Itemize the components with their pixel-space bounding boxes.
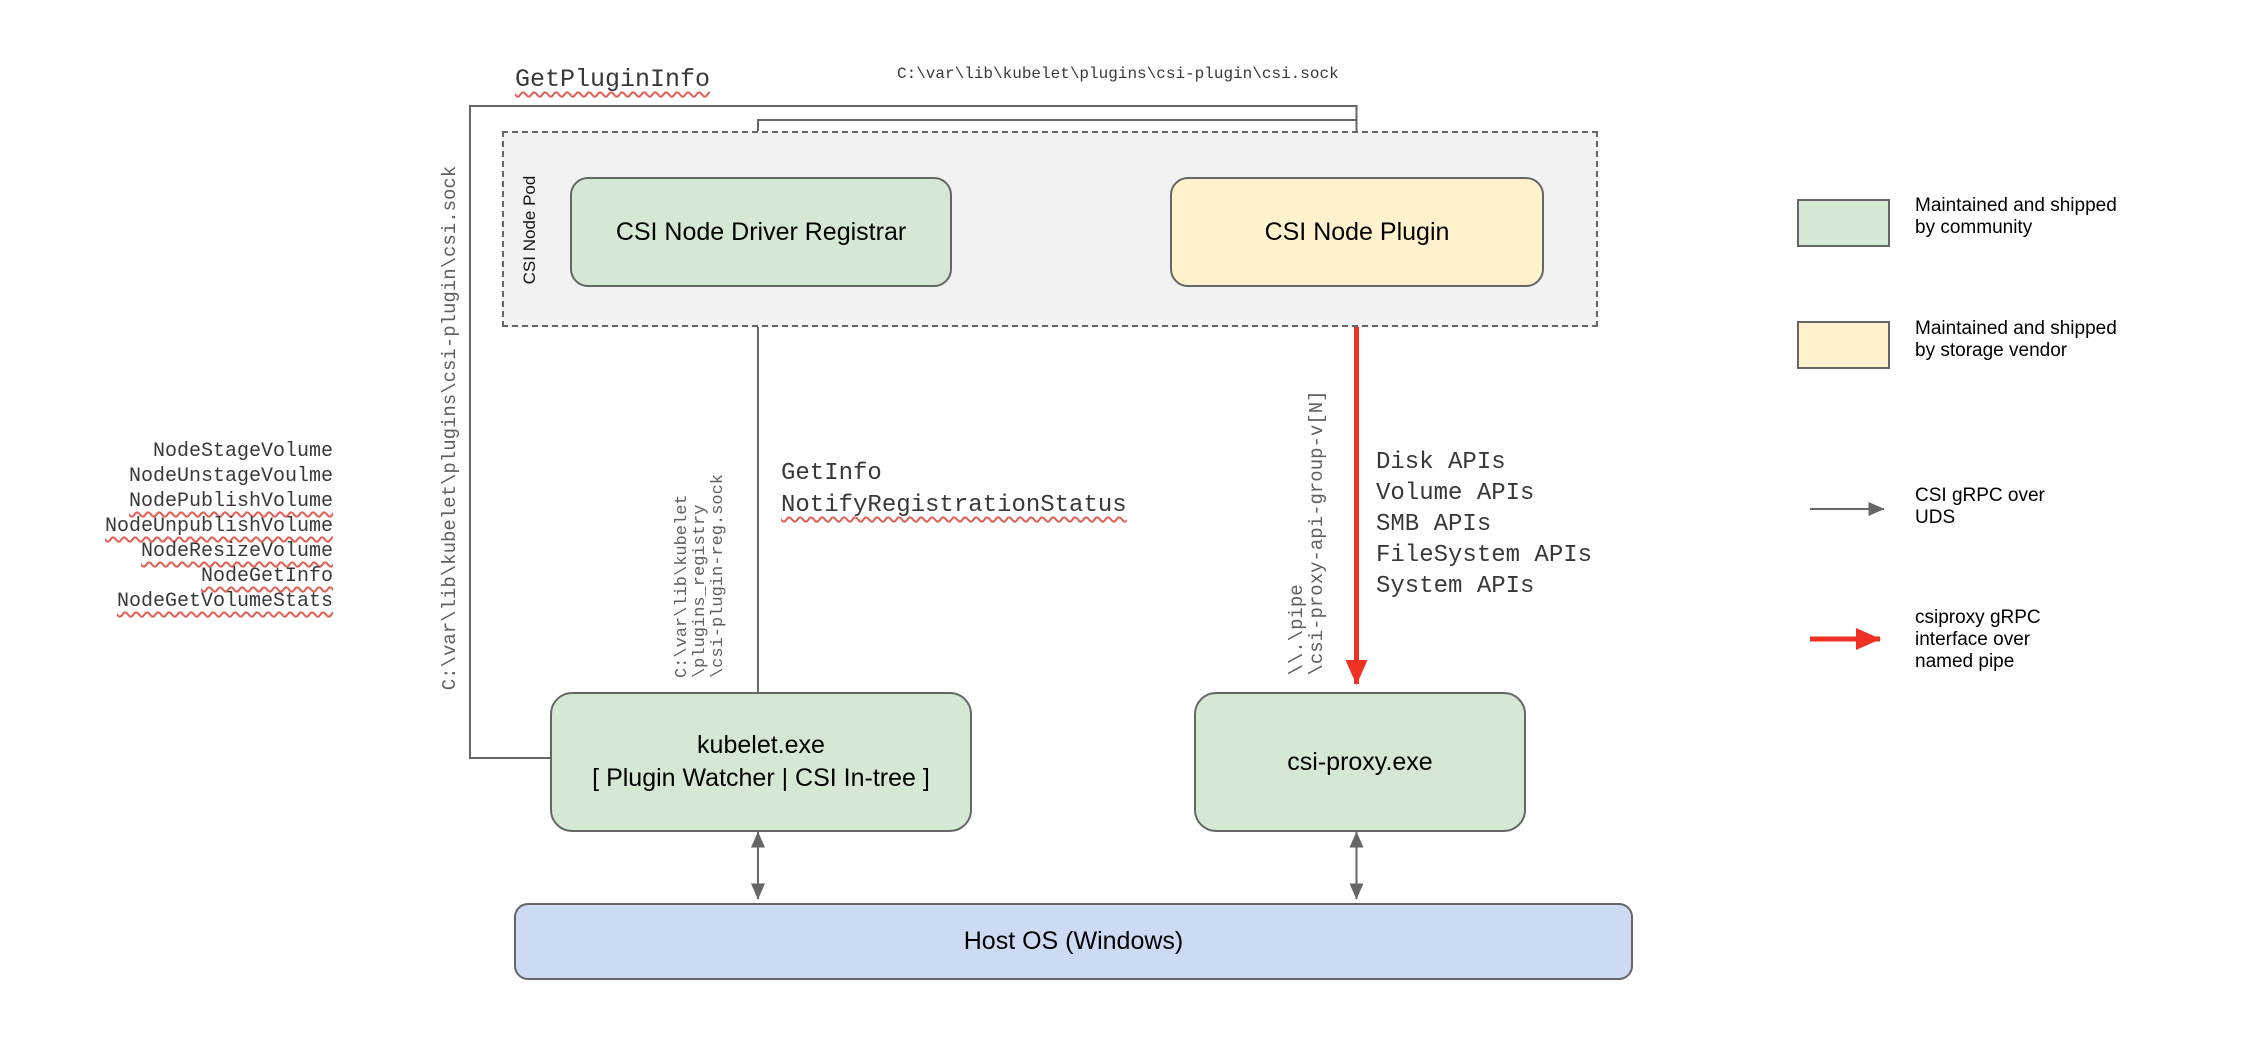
legend-vendor-line2: by storage vendor — [1915, 340, 2068, 361]
system-apis-label: System APIs — [1376, 573, 1535, 600]
top-csi-sock-path-label: C:\var\lib\kubelet\plugins\csi-plugin\cs… — [897, 65, 1339, 83]
registry-path-line1: C:\var\lib\kubelet — [673, 494, 692, 679]
legend-vendor-text: Maintained and shipped by storage vendor — [1915, 318, 2117, 362]
csi-proxy-api-labels: Disk APIs Volume APIs SMB APIs FileSyste… — [1376, 447, 1592, 602]
csi-node-driver-registrar-label: CSI Node Driver Registrar — [615, 217, 907, 246]
pipe-path-line2: \csi-proxy-api-group-v[N] — [1306, 390, 1328, 676]
legend-uds-line2: UDS — [1915, 507, 1956, 528]
kubelet-label-line1: kubelet.exe — [697, 731, 825, 759]
call-node-stage-volume: NodeStageVolume — [152, 440, 333, 463]
legend-vendor-line1: Maintained and shipped — [1915, 318, 2117, 339]
csi-proxy-label: csi-proxy.exe — [1287, 747, 1433, 776]
csi-node-pod-label: CSI Node Pod — [520, 175, 539, 285]
registry-path-line2: \plugins_registry — [691, 504, 710, 679]
host-os-box: Host OS (Windows) — [514, 903, 1633, 980]
filesystem-apis-label: FileSystem APIs — [1376, 542, 1593, 569]
call-node-resize-volume: NodeResizeVolume — [140, 540, 333, 563]
legend-community-line2: by community — [1915, 217, 2033, 238]
legend-community-text: Maintained and shipped by community — [1915, 195, 2117, 239]
legend-uds-text: CSI gRPC over UDS — [1915, 485, 2045, 529]
kubelet-box: kubelet.exe [ Plugin Watcher | CSI In-tr… — [550, 692, 972, 832]
legend-vendor-swatch — [1797, 321, 1890, 369]
legend-pipe-line2: interface over — [1915, 629, 2031, 650]
csi-proxy-box: csi-proxy.exe — [1194, 692, 1526, 832]
legend-uds-line1: CSI gRPC over — [1915, 485, 2045, 506]
call-node-publish-volume: NodePublishVolume — [128, 490, 333, 513]
kubelet-sock-path-vertical-label: C:\var\lib\kubelet\plugins\csi-plugin\cs… — [439, 165, 461, 691]
call-node-get-volume-stats: NodeGetVolumeStats — [116, 590, 333, 613]
pipe-path-line1: \\.\pipe — [1286, 584, 1308, 676]
csi-node-plugin-box: CSI Node Plugin — [1170, 177, 1544, 287]
csi-node-plugin-label: CSI Node Plugin — [1264, 217, 1450, 246]
get-info-label: GetInfo — [781, 460, 882, 487]
registry-path-line3: \csi-plugin-reg.sock — [709, 473, 728, 679]
legend-pipe-line3: named pipe — [1915, 651, 2015, 672]
registry-sock-path-vertical-label: C:\var\lib\kubelet \plugins_registry \cs… — [673, 473, 728, 679]
smb-apis-label: SMB APIs — [1376, 511, 1492, 538]
registration-rpc-labels: GetInfo NotifyRegistrationStatus — [781, 458, 1127, 522]
named-pipe-path-vertical-label: \\.\pipe \csi-proxy-api-group-v[N] — [1286, 390, 1328, 676]
csi-node-driver-registrar-box: CSI Node Driver Registrar — [570, 177, 952, 287]
legend-pipe-text: csiproxy gRPC interface over named pipe — [1915, 607, 2041, 673]
disk-apis-label: Disk APIs — [1376, 449, 1506, 476]
call-node-unpublish-volume: NodeUnpublishVolume — [104, 515, 333, 538]
node-call-list: NodeStageVolume NodeUnstageVoulme NodePu… — [80, 439, 333, 614]
notify-registration-status-label: NotifyRegistrationStatus — [781, 492, 1127, 519]
get-plugin-info-label: GetPluginInfo — [515, 65, 711, 94]
call-node-get-info: NodeGetInfo — [200, 565, 333, 588]
volume-apis-label: Volume APIs — [1376, 480, 1535, 507]
host-os-label: Host OS (Windows) — [963, 927, 1184, 955]
legend-pipe-line1: csiproxy gRPC — [1915, 607, 2041, 628]
legend-community-swatch — [1797, 199, 1890, 247]
call-node-unstage-volume: NodeUnstageVoulme — [128, 465, 333, 488]
legend-community-line1: Maintained and shipped — [1915, 195, 2117, 216]
kubelet-label-line2: [ Plugin Watcher | CSI In-tree ] — [592, 764, 930, 792]
